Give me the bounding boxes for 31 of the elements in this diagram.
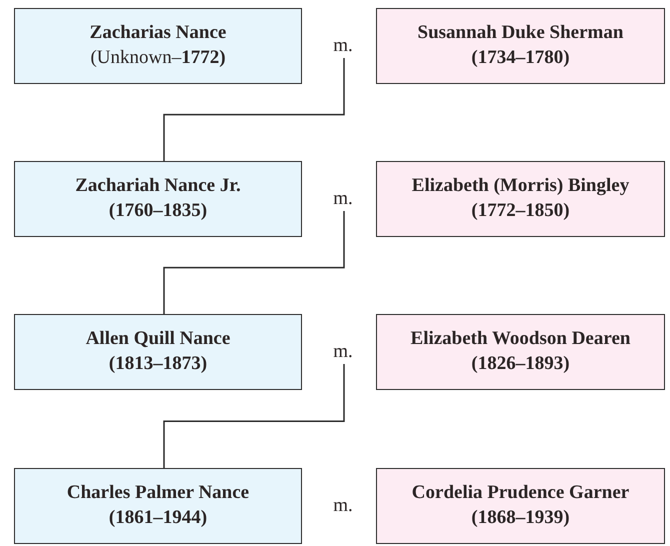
person-box xyxy=(14,468,302,544)
marriage-label: m. xyxy=(326,36,360,55)
connector-line xyxy=(163,364,345,468)
person-box xyxy=(376,161,665,237)
life-dates: (1734–1780) xyxy=(471,46,570,70)
person-box xyxy=(14,8,302,84)
life-dates: (1861–1944) xyxy=(108,506,208,530)
marriage-label: m. xyxy=(326,189,360,208)
person-name: Charles Palmer Nance xyxy=(66,481,250,506)
life-dates: (1826–1893) xyxy=(471,352,570,376)
life-dates: (1772–1850) xyxy=(471,199,570,223)
person-name: Zachariah Nance Jr. xyxy=(75,174,241,198)
life-dates: (1813–1873) xyxy=(108,352,208,376)
person-box xyxy=(376,314,665,390)
person-box xyxy=(14,314,302,390)
person-name: Allen Quill Nance xyxy=(86,327,230,352)
person-box xyxy=(376,8,665,84)
person-box xyxy=(376,468,665,544)
person-name: Cordelia Prudence Garner xyxy=(412,481,630,506)
person-box xyxy=(14,161,302,237)
connector-line xyxy=(163,58,345,161)
marriage-label: m. xyxy=(332,496,354,515)
person-name: Zacharias Nance xyxy=(90,21,226,46)
person-name: Elizabeth Woodson Dearen xyxy=(410,327,630,352)
person-name: Elizabeth (Morris) Bingley xyxy=(412,174,630,198)
life-dates: (1760–1835) xyxy=(108,199,208,223)
life-dates: (1868–1939) xyxy=(471,506,570,530)
life-dates: (Unknown–1772) xyxy=(90,46,226,70)
marriage-label: m. xyxy=(326,342,360,361)
person-name: Susannah Duke Sherman xyxy=(418,21,624,46)
connector-line xyxy=(163,211,345,314)
